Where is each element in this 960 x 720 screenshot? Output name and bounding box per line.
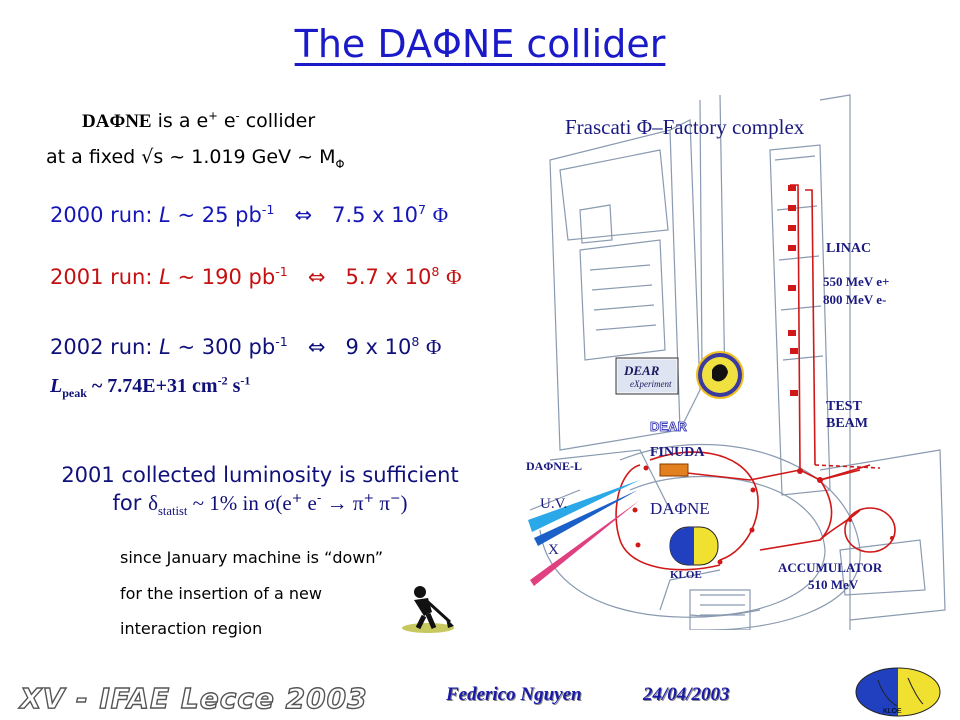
uv-label: U.V. [540,496,567,512]
cm-exp: -2 [217,373,228,388]
accumulator-label: ACCUMULATOR [778,560,883,575]
kloe-detector [669,526,719,566]
dear-logo-subtext: eXperiment [630,379,672,389]
lumi-note-line-1: 2001 collected luminosity is sufficient [61,463,459,487]
intro-collider-text: is a e [157,110,209,132]
dear-label: DEAR [650,419,687,434]
accumulator-energy: 510 MeV [808,577,859,592]
conference-logo: XV - IFAE Lecce 2003 [19,681,368,715]
finuda-detector [659,463,689,477]
dear-experiment-logo: DEAR eXperiment [615,357,679,395]
luminosity-note: 2001 collected luminosity is sufficient … [20,461,500,517]
dafne-l-beamline [528,480,640,532]
frascati-complex-diagram: DEAR eXperiment Frascati Φ–Factory compl… [520,90,950,630]
run-2002: 2002 run: L ~ 300 pb-1 ⇔ 9 x 108 Φ [50,335,441,360]
phi-count: 5.7 x 10 [345,265,432,289]
run-exp: -1 [261,202,275,217]
presentation-date: 24/04/2003 [643,684,730,705]
figure-heading: Frascati Φ–Factory complex [565,115,805,139]
dear-logo-text: DEAR [623,363,660,378]
phi-power: 8 [431,264,440,279]
phi-symbol: Φ [446,265,462,289]
linac-positron-energy: 550 MeV e+ [823,274,889,289]
finuda-label: FINUDA [650,445,705,460]
run-exp: -1 [275,334,288,349]
kloe-logo: KLOE [855,667,941,717]
uv-beamline [534,490,638,546]
run-lumi: ~ 300 pb [177,335,276,359]
slide-title: The DAΦNE collider [294,22,666,66]
x-label: X [548,542,559,558]
lumi-symbol: L [159,335,171,359]
eplus-sup: + [291,490,303,505]
equiv-arrow: ⇔ [307,265,326,289]
intro-line-1: DAΦNE is a e+ e- collider [82,110,315,133]
linac-label: LINAC [826,241,871,256]
phi-symbol: Φ [432,203,449,227]
peak-value: ~ 7.74E+31 cm [91,375,218,397]
phi-symbol: Φ [426,335,442,359]
dafne-l-label: DAΦNE-L [526,459,582,473]
run-year: 2000 run: [50,203,160,227]
linac-electron-energy: 800 MeV e- [823,292,886,307]
cross-section-text: ~ 1% in σ(e [187,491,292,515]
arrow-pi: → π [321,491,364,515]
sec-unit: s [227,375,241,397]
lumi-symbol: L [159,265,171,289]
pi-text: π [374,491,390,515]
dear-badge [696,351,744,399]
note-line-2: for the insertion of a new [120,584,322,603]
mass-sub: Φ [335,156,345,171]
dafne-ring-label: DAΦNE [650,499,710,518]
delta-symbol: δ [148,491,158,515]
test-beam-label-2: BEAM [826,416,868,431]
lumi-symbol: L [159,203,171,227]
run-year: 2002 run: [50,335,160,359]
energy-text: at a fixed √s ~ 1.019 GeV ~ M [46,146,336,168]
sec-exp: -1 [240,373,251,388]
electron-text: e [223,110,236,132]
equiv-arrow: ⇔ [294,203,313,227]
kloe-logo-text: KLOE [883,708,902,715]
equiv-arrow: ⇔ [307,335,326,359]
phi-power: 7 [417,202,426,217]
author-name: Federico Nguyen [446,684,582,705]
statist-sub: statist [157,504,188,519]
peak-luminosity: Lpeak ~ 7.74E+31 cm-2 s-1 [50,373,251,400]
lumi-note-line-2: for δstatist ~ 1% in σ(e+ e- → π+ π−) [20,489,500,517]
run-2001: 2001 run: L ~ 190 pb-1 ⇔ 5.7 x 108 Φ [50,265,461,290]
e-text: e [302,491,317,515]
run-lumi: ~ 190 pb [177,265,276,289]
for-word: for [112,491,149,515]
lumi-symbol: L [50,375,63,397]
run-exp: -1 [275,264,288,279]
close-paren: ) [400,491,408,515]
eminus-sup: - [316,490,322,505]
run-lumi: ~ 25 pb [177,203,262,227]
note-line-1: since January machine is “down” [120,548,383,567]
run-year: 2001 run: [50,265,160,289]
phi-power: 8 [411,334,420,349]
run-2000: 2000 run: L ~ 25 pb-1 ⇔ 7.5 x 107 Φ [50,203,448,228]
positron-sup: + [208,108,218,123]
piplus-sup: + [363,490,375,505]
dafne-name: DAΦNE [82,111,152,132]
kloe-label: KLOE [670,569,702,581]
test-beam-label-1: TEST [826,399,862,414]
construction-worker-icon [402,586,454,633]
note-line-3: interaction region [120,619,263,638]
peak-sub: peak [62,386,87,400]
x-beamline [530,500,640,586]
intro-line-2: at a fixed √s ~ 1.019 GeV ~ MΦ [46,146,345,171]
phi-count: 9 x 10 [345,335,412,359]
collider-word: collider [245,110,316,132]
phi-count: 7.5 x 10 [332,203,418,227]
piminus-sup: − [389,490,401,505]
electron-sup: - [235,108,240,123]
